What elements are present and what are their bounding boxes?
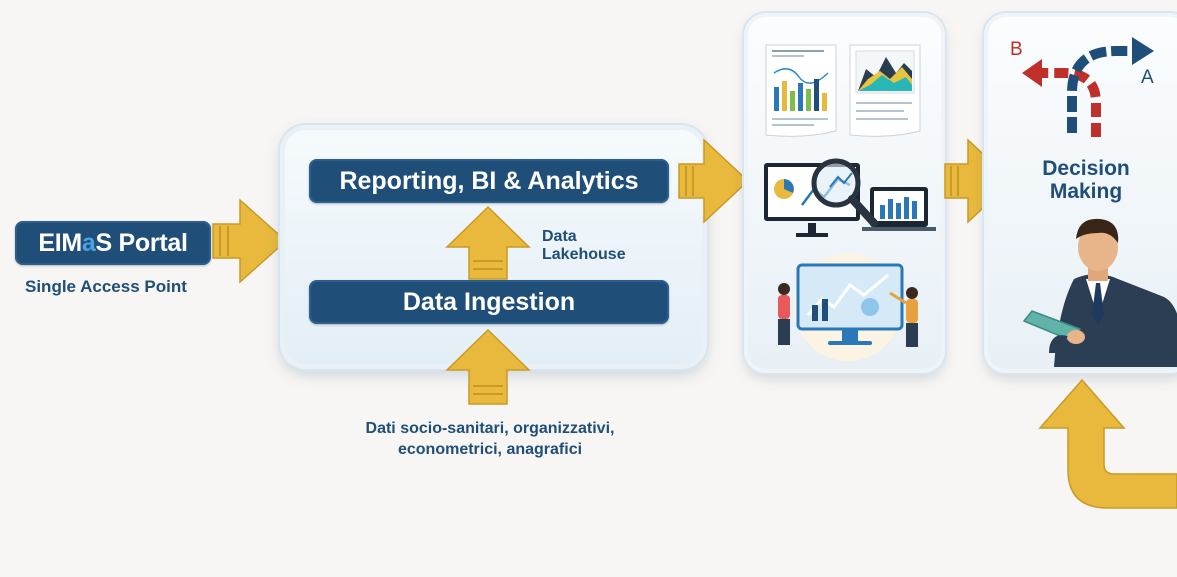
decision-title-line-2: Making [1049,180,1123,203]
presentation-scene-icon [778,253,918,361]
reporting-label: Reporting, BI & Analytics [339,166,639,195]
data-ingestion-button[interactable]: Data Ingestion [309,280,669,324]
lakehouse-line-2: Lakehouse [542,246,626,263]
decision-making-card: B A Decision Making [984,13,1177,373]
analytics-visuals-card [744,13,945,373]
data-sources-caption: Dati socio-sanitari, organizzativi, econ… [330,418,650,460]
arrow-up-icon [445,328,531,405]
decision-fork-icon [1022,37,1154,137]
arrow-right-icon [212,198,288,284]
bar-chart-report-icon [765,44,837,137]
portal-title-accent: a [81,228,96,257]
businessman-icon [1022,218,1177,367]
arrow-right-icon [678,138,750,224]
sources-line-2: econometrici, anagrafici [397,441,583,458]
sources-line-1: Dati socio-sanitari, organizzativi, [365,420,615,437]
decision-making-title: Decision Making [988,157,1177,203]
dashboard-magnifier-icon [764,158,936,237]
reporting-bi-analytics-button[interactable]: Reporting, BI & Analytics [309,159,669,203]
lakehouse-line-1: Data [542,228,577,245]
option-b-label: B [1010,39,1023,60]
area-chart-report-icon [849,44,921,137]
ingestion-label: Data Ingestion [402,287,576,316]
arrow-up-icon [445,205,531,280]
feedback-loop-arrow-icon [1038,378,1177,509]
option-a-label: A [1141,67,1154,88]
portal-title-suffix: S Portal [95,228,188,257]
portal-title-prefix: EIM [38,228,82,257]
decision-title-line-1: Decision [1042,157,1130,180]
data-lakehouse-label: Data Lakehouse [542,228,626,264]
portal-subtitle: Single Access Point [25,277,187,296]
